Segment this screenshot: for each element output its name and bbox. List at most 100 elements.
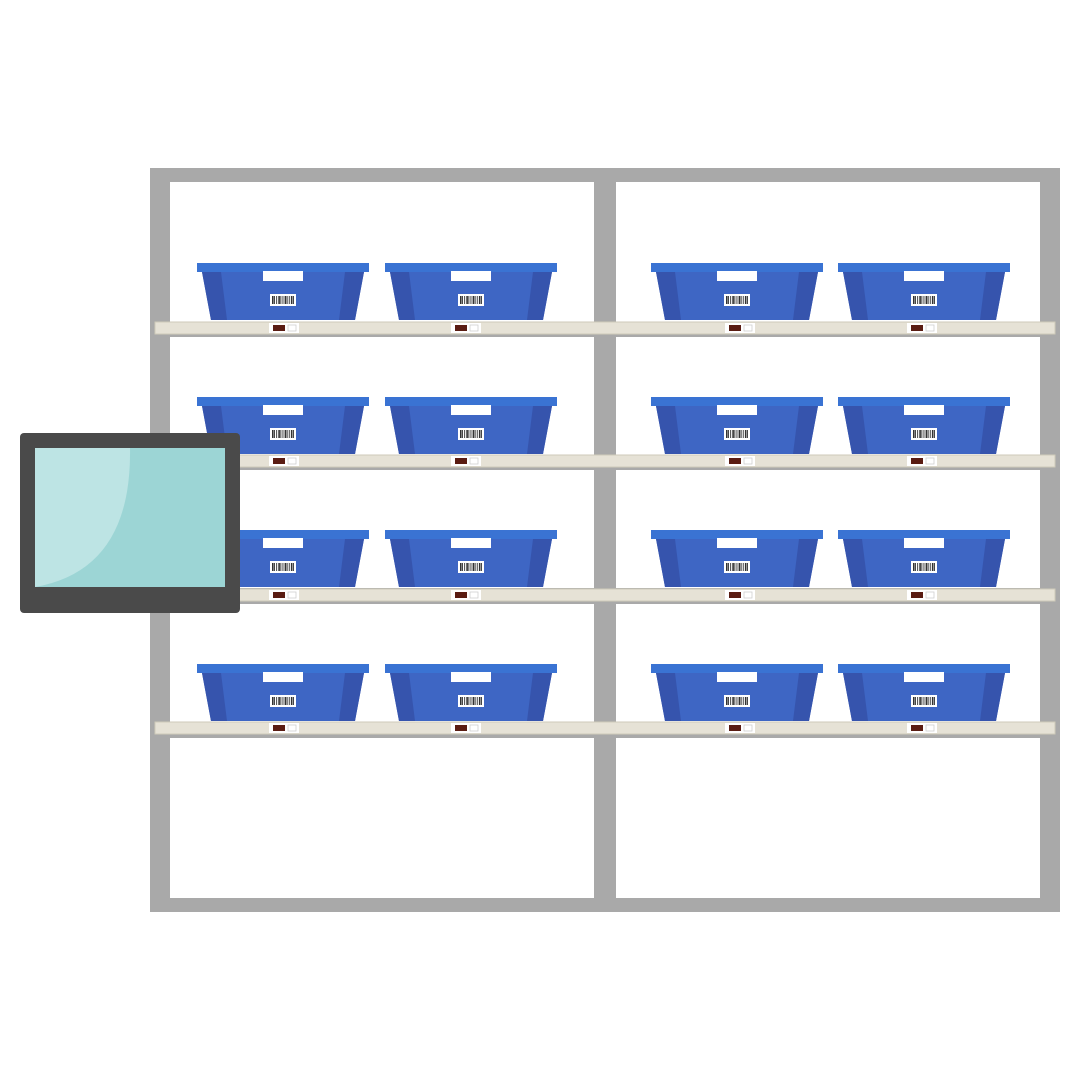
barcode-bar <box>278 296 280 304</box>
barcode-bar <box>278 430 280 438</box>
barcode-bar <box>915 430 916 438</box>
pick-to-light-indicator-icon <box>273 725 285 731</box>
barcode-bar <box>934 697 935 705</box>
barcode-bar <box>921 697 923 705</box>
barcode-bar <box>274 430 275 438</box>
barcode-bar <box>927 296 929 304</box>
barcode-bar <box>464 563 466 571</box>
barcode-bar <box>917 430 919 438</box>
barcode-bar <box>290 563 293 571</box>
barcode-bar <box>726 697 728 705</box>
barcode-bar <box>927 697 929 705</box>
monitor <box>20 433 240 613</box>
barcode-bar <box>290 430 293 438</box>
barcode-bar <box>742 430 744 438</box>
bin-label <box>904 538 944 548</box>
pick-light-button <box>925 591 935 599</box>
bin-side-right <box>527 673 552 721</box>
barcode-bar <box>919 697 921 705</box>
bin-rim <box>838 664 1010 673</box>
barcode-bar <box>293 430 294 438</box>
barcode-bar <box>481 430 482 438</box>
barcode-bar <box>730 296 732 304</box>
barcode-bar <box>747 430 748 438</box>
barcode-bar <box>276 296 278 304</box>
shelf-bar <box>154 721 1056 735</box>
barcode-bar <box>474 563 476 571</box>
pick-light-button <box>743 457 753 465</box>
barcode-bar <box>923 563 925 571</box>
bin-side-left <box>390 673 415 721</box>
pick-to-light-indicator-icon <box>273 592 285 598</box>
storage-bin-icon <box>838 530 1010 587</box>
barcode-bar <box>288 430 290 438</box>
storage-bin-icon <box>651 263 823 320</box>
bin-rim <box>197 263 369 272</box>
barcode-bar <box>274 296 275 304</box>
barcode-bar <box>734 296 736 304</box>
bin-label <box>904 405 944 415</box>
pick-to-light-indicator-icon <box>729 458 741 464</box>
bin-rim <box>838 530 1010 539</box>
barcode-bar <box>913 563 915 571</box>
barcode-bar <box>744 296 747 304</box>
barcode-bar <box>730 430 732 438</box>
barcode-bar <box>931 430 934 438</box>
barcode-bar <box>481 697 482 705</box>
barcode-bar <box>915 563 916 571</box>
bin-label <box>451 405 491 415</box>
barcode-bar <box>929 296 931 304</box>
pick-to-light-indicator-icon <box>273 458 285 464</box>
bin-label <box>263 672 303 682</box>
barcode-bar <box>274 697 275 705</box>
shelf-bar <box>154 321 1056 335</box>
barcode-bar <box>280 697 282 705</box>
pick-to-light-indicator-icon <box>455 325 467 331</box>
barcode-bar <box>732 296 734 304</box>
bin-rim <box>838 397 1010 406</box>
storage-bin-icon <box>838 397 1010 454</box>
barcode-bar <box>481 563 482 571</box>
barcode-bar <box>466 296 468 304</box>
storage-bin-icon <box>197 664 369 721</box>
barcode-bar <box>730 563 732 571</box>
barcode-bar <box>293 296 294 304</box>
barcode-bar <box>742 563 744 571</box>
barcode-bar <box>276 563 278 571</box>
barcode-bar <box>276 697 278 705</box>
bin-side-right <box>980 673 1005 721</box>
storage-bin-icon <box>385 263 557 320</box>
barcode-bar <box>472 430 475 438</box>
barcode-bar <box>293 563 294 571</box>
bin-side-left <box>843 406 868 454</box>
barcode-bar <box>913 430 915 438</box>
barcode-bar <box>747 697 748 705</box>
bin-side-right <box>980 406 1005 454</box>
pick-to-light-indicator-icon <box>455 725 467 731</box>
barcode-bar <box>286 296 288 304</box>
bin-side-right <box>527 406 552 454</box>
barcode-bar <box>460 296 462 304</box>
storage-bin-icon <box>838 664 1010 721</box>
pick-light-button <box>743 324 753 332</box>
pick-to-light-indicator-icon <box>911 592 923 598</box>
barcode-bar <box>472 296 475 304</box>
barcode-bar <box>917 697 919 705</box>
pick-light-button <box>925 324 935 332</box>
barcode-bar <box>272 697 274 705</box>
barcode-bar <box>474 296 476 304</box>
barcode-bar <box>742 697 744 705</box>
barcode-bar <box>728 430 729 438</box>
barcode-bar <box>734 563 736 571</box>
barcode-bar <box>919 430 921 438</box>
bin-label <box>263 405 303 415</box>
bin-rim <box>651 530 823 539</box>
bin-side-left <box>843 673 868 721</box>
barcode-bar <box>290 697 293 705</box>
barcode-bar <box>284 697 287 705</box>
barcode-bar <box>476 697 478 705</box>
pick-light-button <box>925 457 935 465</box>
barcode-bar <box>923 296 925 304</box>
barcode-bar <box>468 296 470 304</box>
barcode-bar <box>927 430 929 438</box>
